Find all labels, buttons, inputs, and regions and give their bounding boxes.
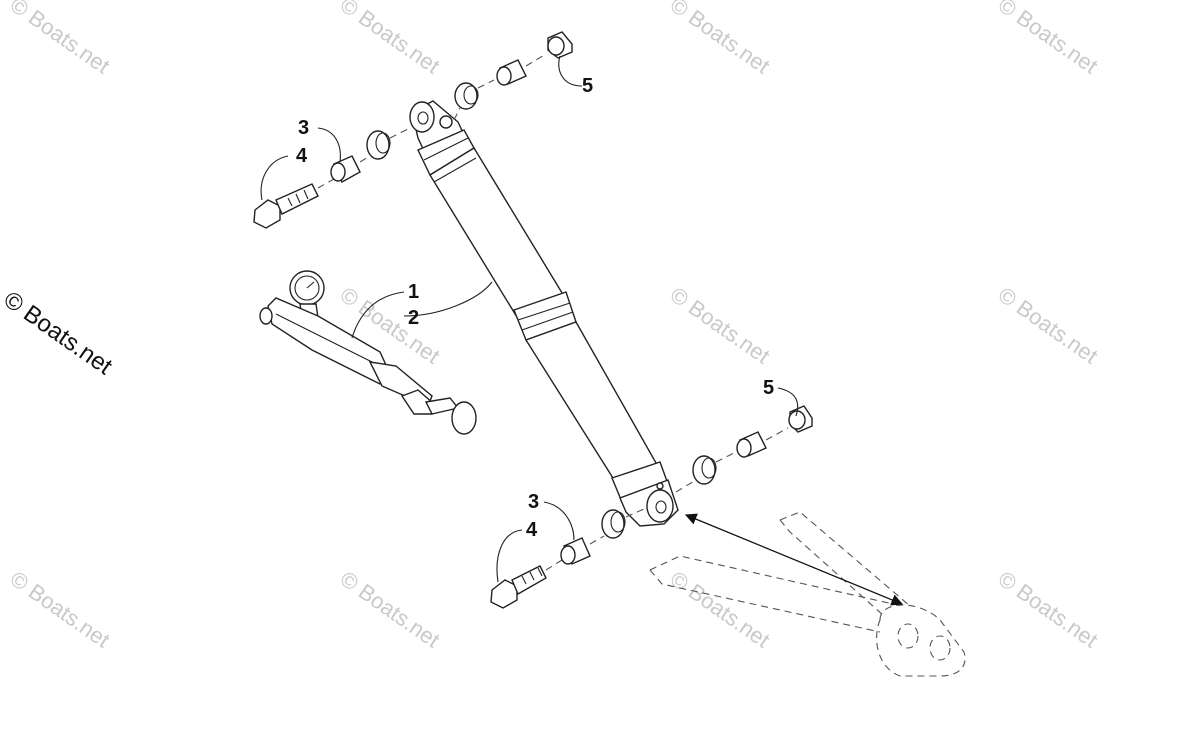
upper-spacer-right [454, 82, 479, 110]
lower-spacer-left [601, 509, 626, 539]
callout-5-top: 5 [582, 75, 593, 97]
shock-pump [259, 270, 477, 435]
callout-3-top: 3 [298, 117, 309, 139]
lower-spacer-right [692, 455, 717, 485]
upper-bushing [330, 155, 361, 183]
upper-spacer-left [366, 130, 391, 160]
leader-lines [260, 55, 799, 583]
lower-bolt [490, 565, 547, 609]
callout-3-bottom: 3 [528, 491, 539, 513]
upper-mounting-hardware [253, 31, 573, 229]
lower-mounting-hardware [490, 405, 813, 609]
upper-nut [547, 31, 573, 59]
upper-bolt [253, 183, 319, 229]
lower-nut [788, 405, 813, 433]
upper-bushing-right [496, 59, 527, 86]
callout-4-top: 4 [296, 145, 308, 167]
shock-absorber [409, 100, 679, 527]
lower-bushing [560, 537, 591, 565]
lower-bushing-right [736, 431, 767, 458]
measurement-arrow [684, 513, 904, 606]
control-arm [649, 511, 966, 677]
callout-2: 2 [408, 307, 419, 329]
callout-5-bottom: 5 [763, 377, 774, 399]
callout-4-bottom: 4 [526, 519, 538, 541]
callout-1: 1 [408, 281, 419, 303]
